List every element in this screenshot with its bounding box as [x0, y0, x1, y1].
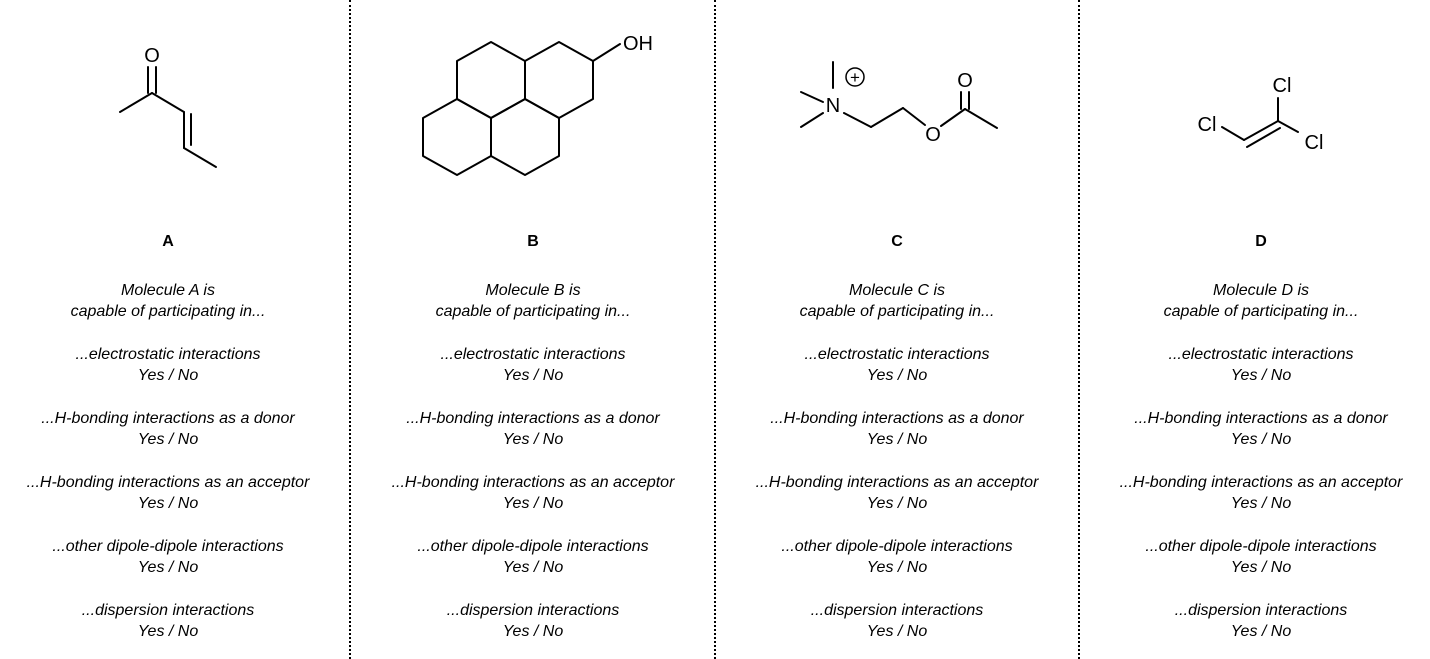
atom-o: O: [144, 45, 160, 67]
intro-line: Molecule A is: [121, 282, 215, 299]
atom-o-ester: O: [925, 124, 941, 146]
answer-option[interactable]: Yes / No: [137, 495, 199, 512]
answer-option[interactable]: Yes / No: [866, 623, 928, 640]
molecule-label: B: [527, 233, 539, 250]
atom-cl: Cl: [1305, 132, 1324, 154]
structure-d: Cl Cl Cl: [1198, 75, 1324, 154]
bond: [183, 147, 217, 168]
intro-line: capable of participating in...: [70, 303, 266, 320]
question: ...other dipole-dipole interactions: [1145, 538, 1377, 555]
answer-option[interactable]: Yes / No: [137, 623, 199, 640]
charge-sign: +: [850, 68, 860, 87]
ring: [524, 41, 594, 119]
bond: [940, 108, 966, 127]
column-d: Cl Cl Cl D Molecule D is capable of part…: [1092, 0, 1430, 659]
answer-option[interactable]: Yes / No: [1230, 623, 1292, 640]
intro-line: capable of participating in...: [435, 303, 631, 320]
question: ...electrostatic interactions: [1168, 346, 1354, 363]
bond: [1221, 126, 1245, 141]
answer-option[interactable]: Yes / No: [1230, 559, 1292, 576]
molecule-label: C: [891, 233, 903, 250]
answer-option[interactable]: Yes / No: [1230, 431, 1292, 448]
charge-circle: [845, 67, 865, 87]
answer-option[interactable]: Yes / No: [502, 495, 564, 512]
ring: [456, 41, 526, 119]
molecule-label: A: [162, 233, 174, 250]
bond: [800, 91, 824, 103]
bond: [870, 107, 904, 128]
bond: [902, 107, 926, 126]
question: ...dispersion interactions: [446, 602, 620, 619]
answer-option[interactable]: Yes / No: [137, 367, 199, 384]
bond: [1243, 120, 1279, 141]
question: ...H-bonding interactions as an acceptor: [391, 474, 675, 491]
bond: [119, 92, 153, 113]
atom-oh: OH: [623, 33, 653, 55]
intro-line: capable of participating in...: [1163, 303, 1359, 320]
column-b: OH B Molecule B is capable of participat…: [364, 0, 702, 659]
question: ...electrostatic interactions: [440, 346, 626, 363]
molecule-label: D: [1255, 233, 1267, 250]
question: ...electrostatic interactions: [804, 346, 990, 363]
answer-option[interactable]: Yes / No: [502, 559, 564, 576]
question: ...H-bonding interactions as a donor: [1134, 410, 1388, 427]
bond: [592, 43, 621, 62]
answer-option[interactable]: Yes / No: [1230, 367, 1292, 384]
question: ...H-bonding interactions as a donor: [406, 410, 660, 427]
intro-line: Molecule D is: [1212, 282, 1310, 299]
question: ...other dipole-dipole interactions: [417, 538, 649, 555]
question: ...H-bonding interactions as an acceptor: [1119, 474, 1403, 491]
intro-line: Molecule C is: [848, 282, 946, 299]
intro-line: Molecule B is: [485, 282, 581, 299]
structure-b: OH: [422, 33, 653, 176]
structure-c: N + O O: [800, 61, 998, 146]
question: ...dispersion interactions: [1174, 602, 1348, 619]
answer-option[interactable]: Yes / No: [502, 431, 564, 448]
answer-option[interactable]: Yes / No: [502, 367, 564, 384]
ring: [490, 98, 560, 176]
answer-option[interactable]: Yes / No: [137, 559, 199, 576]
answer-option[interactable]: Yes / No: [866, 431, 928, 448]
answer-option[interactable]: Yes / No: [1230, 495, 1292, 512]
bond: [1246, 127, 1281, 148]
atom-n: N: [826, 95, 840, 117]
column-a: O A Molecule A is capable of participati…: [0, 0, 336, 659]
column-divider: [714, 0, 716, 659]
bond: [964, 108, 998, 129]
question: ...H-bonding interactions as an acceptor: [26, 474, 310, 491]
question: ...H-bonding interactions as an acceptor: [755, 474, 1039, 491]
question: ...H-bonding interactions as a donor: [770, 410, 1024, 427]
answer-option[interactable]: Yes / No: [502, 623, 564, 640]
question: ...H-bonding interactions as a donor: [41, 410, 295, 427]
bond: [843, 112, 872, 128]
answer-option[interactable]: Yes / No: [866, 495, 928, 512]
question: ...other dipole-dipole interactions: [52, 538, 284, 555]
intro-line: capable of participating in...: [799, 303, 995, 320]
answer-option[interactable]: Yes / No: [137, 431, 199, 448]
answer-option[interactable]: Yes / No: [866, 559, 928, 576]
answer-option[interactable]: Yes / No: [866, 367, 928, 384]
atom-cl: Cl: [1198, 114, 1217, 136]
column-divider: [349, 0, 351, 659]
structure-a: O: [119, 45, 217, 168]
question: ...dispersion interactions: [810, 602, 984, 619]
question: ...dispersion interactions: [81, 602, 255, 619]
atom-o-carbonyl: O: [957, 70, 973, 92]
bond: [1277, 120, 1299, 133]
bond: [800, 112, 824, 128]
question: ...electrostatic interactions: [75, 346, 261, 363]
question: ...other dipole-dipole interactions: [781, 538, 1013, 555]
column-c: N + O O C Molecule C is capable of parti…: [728, 0, 1066, 659]
atom-cl: Cl: [1273, 75, 1292, 97]
ring: [422, 98, 492, 176]
bond: [151, 92, 185, 113]
column-divider: [1078, 0, 1080, 659]
